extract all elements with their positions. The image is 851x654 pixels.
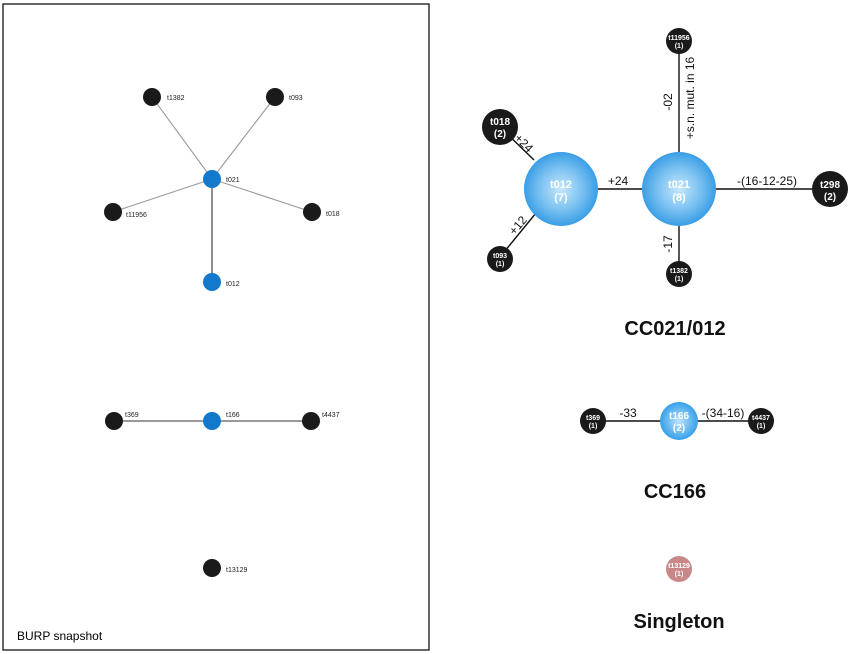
snapshot-label-t166: t166 — [226, 412, 240, 419]
burp-snapshot-panel: t1382 t093 t021 t11956 t018 t012 t369 t1… — [2, 3, 430, 651]
node-t012 — [524, 152, 598, 226]
snapshot-label-t369: t369 — [125, 412, 139, 419]
snapshot-node-t021 — [203, 170, 221, 188]
snapshot-edge-t021-t018 — [211, 178, 313, 213]
node-t298 — [812, 171, 848, 207]
snapshot-label-t021: t021 — [226, 177, 240, 184]
node-t093-count: (1) — [496, 261, 505, 268]
snapshot-label-t13129: t13129 — [226, 567, 248, 574]
snapshot-title: BURP snapshot — [17, 629, 103, 643]
snapshot-edge-t021-t093 — [211, 96, 276, 180]
edge-label-t11956-t021-a: -02 — [661, 93, 675, 111]
node-t4437-count: (1) — [757, 423, 766, 430]
node-t1382-count: (1) — [675, 276, 684, 283]
cc021-012-group: +24 +12 +24 -02 +s.n. mut. in 16 -(16-12… — [482, 28, 848, 340]
node-t369 — [580, 408, 606, 434]
singleton-group: t13129 (1) Singleton — [633, 556, 725, 633]
node-t1382-id: t1382 — [670, 268, 688, 275]
snapshot-label-t093: t093 — [289, 95, 303, 102]
snapshot-node-t1382 — [143, 88, 161, 106]
node-t093 — [487, 246, 513, 272]
snapshot-label-t1382: t1382 — [167, 95, 185, 102]
node-t11956-id: t11956 — [668, 35, 690, 42]
edge-label-t166-t4437: -(34-16) — [702, 406, 745, 420]
node-t021 — [642, 152, 716, 226]
edge-label-t369-t166: -33 — [619, 406, 637, 420]
node-t021-id: t021 — [668, 179, 690, 191]
node-t018-count: (2) — [494, 129, 506, 140]
node-t012-id: t012 — [550, 179, 572, 191]
node-t369-id: t369 — [586, 415, 600, 422]
edge-label-t021-t1382: -17 — [661, 235, 675, 253]
snapshot-node-t012 — [203, 273, 221, 291]
node-t4437 — [748, 408, 774, 434]
edge-label-t093-t012: +12 — [506, 213, 530, 238]
snapshot-label-t018: t018 — [326, 211, 340, 218]
node-t13129-id: t13129 — [668, 563, 690, 570]
node-t166-count: (2) — [673, 423, 685, 434]
node-t4437-id: t4437 — [752, 415, 770, 422]
singleton-title: Singleton — [633, 611, 724, 633]
snapshot-label-t012: t012 — [226, 281, 240, 288]
edge-label-t012-t021: +24 — [608, 174, 629, 188]
node-t298-id: t298 — [820, 180, 840, 191]
snapshot-node-t018 — [303, 203, 321, 221]
node-t13129-count: (1) — [675, 571, 684, 578]
snapshot-node-t4437 — [302, 412, 320, 430]
snapshot-edge-t021-t11956 — [112, 178, 213, 213]
node-t166 — [660, 402, 698, 440]
node-t166-id: t166 — [669, 411, 689, 422]
snapshot-frame — [2, 3, 430, 651]
cc021-012-title: CC021/012 — [624, 318, 725, 340]
snapshot-edge-t021-t1382 — [151, 96, 213, 180]
snapshot-node-t13129 — [203, 559, 221, 577]
node-t11956 — [666, 28, 692, 54]
cc166-title: CC166 — [644, 481, 706, 503]
node-t11956-count: (1) — [675, 43, 684, 50]
node-t1382 — [666, 261, 692, 287]
snapshot-label-t11956: t11956 — [126, 212, 147, 219]
snapshot-label-t4437: t4437 — [322, 412, 340, 419]
node-t018-id: t018 — [490, 117, 510, 128]
snapshot-node-t11956 — [104, 203, 122, 221]
node-t018 — [482, 109, 518, 145]
node-t093-id: t093 — [493, 253, 507, 260]
cc166-group: -33 -(34-16) t369 (1) t166 (2) t4437 (1)… — [580, 402, 774, 503]
edge-label-t11956-t021-b: +s.n. mut. in 16 — [683, 56, 697, 139]
node-t012-count: (7) — [554, 192, 568, 204]
snapshot-node-t369 — [105, 412, 123, 430]
edge-label-t021-t298: -(16-12-25) — [737, 174, 797, 188]
node-t298-count: (2) — [824, 192, 836, 203]
node-t021-count: (8) — [672, 192, 686, 204]
node-t369-count: (1) — [589, 423, 598, 430]
snapshot-node-t093 — [266, 88, 284, 106]
snapshot-node-t166 — [203, 412, 221, 430]
node-t13129 — [666, 556, 692, 582]
